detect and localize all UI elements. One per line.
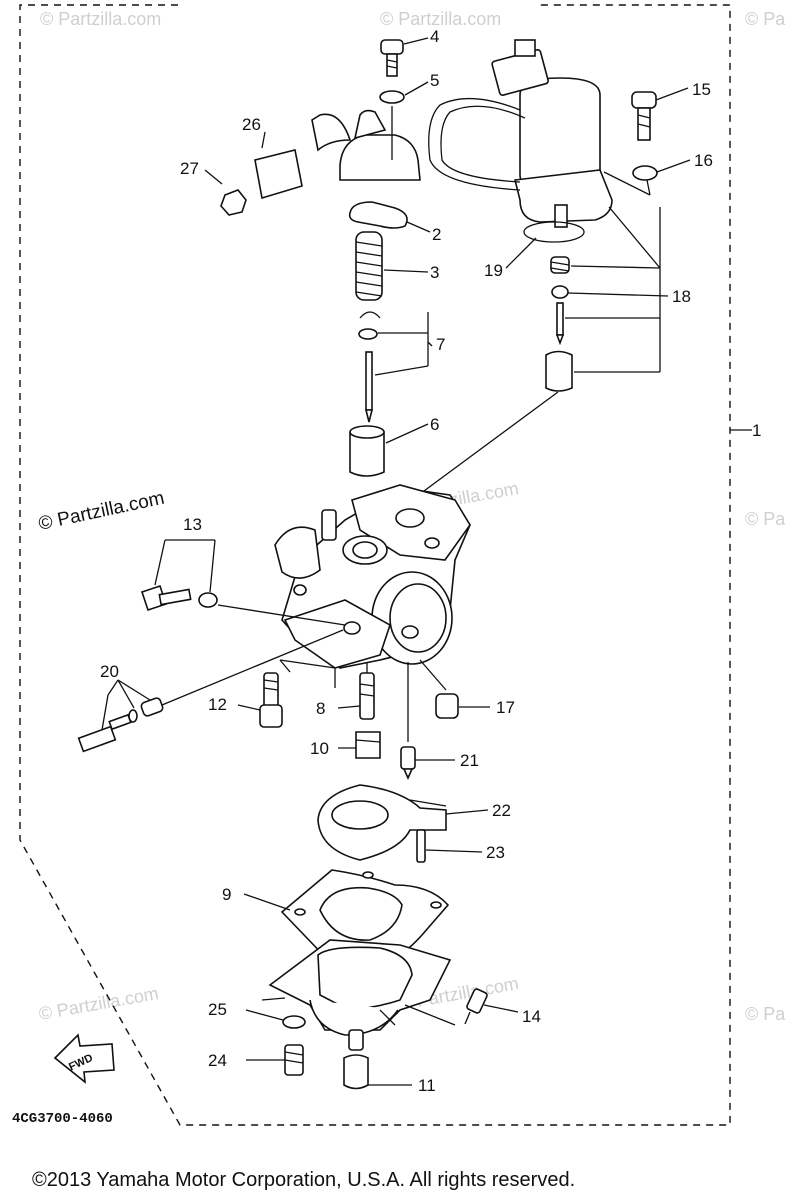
part-number: 12	[208, 695, 227, 714]
part-number: 9	[222, 885, 231, 904]
carb-top-cap-part	[311, 106, 421, 181]
part-number: 16	[694, 151, 713, 170]
part-number: 20	[100, 662, 119, 681]
float-22-part	[317, 784, 489, 861]
copyright-notice: ©2013 Yamaha Motor Corporation, U.S.A. A…	[32, 1169, 575, 1191]
watermark: © Pa	[745, 9, 786, 29]
watermark: © Partzilla.com	[380, 9, 501, 29]
part-number: 6	[430, 415, 439, 434]
spring-3-part	[355, 231, 429, 301]
watermark: © Partzilla.com	[40, 9, 161, 29]
part-number: 7	[436, 335, 445, 354]
part-number: 14	[522, 1007, 541, 1026]
part-number: 11	[418, 1076, 436, 1095]
main-nozzle-8-part	[337, 662, 375, 720]
watermark: © Pa	[745, 509, 786, 529]
part-number: 26	[242, 115, 261, 134]
part-number: 13	[183, 515, 202, 534]
part-number: 19	[484, 261, 503, 280]
throttle-slide-6-part	[349, 423, 429, 477]
diagram-code: 4CG3700-4060	[12, 1111, 113, 1127]
part-number: 23	[486, 843, 505, 862]
drain-screw-14-part	[464, 988, 519, 1025]
screw-15-part	[631, 87, 689, 141]
part-number: 15	[692, 80, 711, 99]
float-bowl-gasket-9-part	[243, 869, 450, 966]
part-number: 25	[208, 1000, 227, 1019]
part-number: 3	[430, 263, 439, 282]
part-number: 5	[430, 71, 439, 90]
part-number: 8	[316, 699, 325, 718]
pilot-screw-13-part	[140, 539, 346, 626]
part-number: 17	[496, 698, 515, 717]
washer-16-part	[632, 159, 691, 181]
fwd-arrow-icon: FWD	[53, 1033, 115, 1084]
leader-16-link	[603, 171, 651, 196]
watermark: © Partzilla.com	[37, 983, 160, 1024]
hose-26-part	[254, 131, 303, 200]
throttle-stop-20-part	[77, 629, 344, 753]
gasket-2-part	[348, 201, 431, 233]
jet-12-part	[237, 659, 336, 728]
leader-19	[505, 237, 537, 269]
float-bowl-part	[261, 939, 456, 1036]
needle-7-part	[358, 311, 433, 423]
screw-4-part	[380, 37, 429, 77]
carburetor-body-part	[274, 484, 471, 669]
washer-5-part	[379, 81, 429, 104]
washer-25-part	[245, 1009, 306, 1029]
part-labels: 1 2 3 4 5 6 7 8 9 10 11 12 13 14 15 16 1…	[100, 27, 761, 1095]
part-number: 27	[180, 159, 199, 178]
watermark: © Pa	[745, 1004, 786, 1024]
part-number: 22	[492, 801, 511, 820]
part-number: 2	[432, 225, 441, 244]
part-number: 18	[672, 287, 691, 306]
part-number: 24	[208, 1051, 227, 1070]
float-needle-21-part	[400, 662, 455, 780]
leader-16-link	[646, 179, 651, 196]
part-number: 4	[430, 27, 439, 46]
screw-17-part	[419, 659, 490, 719]
watermark-main: © Partzilla.com	[37, 488, 167, 535]
hose-11-part	[343, 1029, 412, 1090]
part-number: 21	[460, 751, 479, 770]
part-number: 1	[752, 421, 761, 440]
nut-27-part	[204, 169, 247, 216]
auto-choke-part	[428, 39, 613, 243]
screw-24-part	[246, 1044, 304, 1076]
main-jet-10-part	[338, 731, 381, 759]
part-number: 10	[310, 739, 329, 758]
float-pin-23-part	[416, 829, 483, 863]
plunger-18-part	[404, 206, 669, 506]
